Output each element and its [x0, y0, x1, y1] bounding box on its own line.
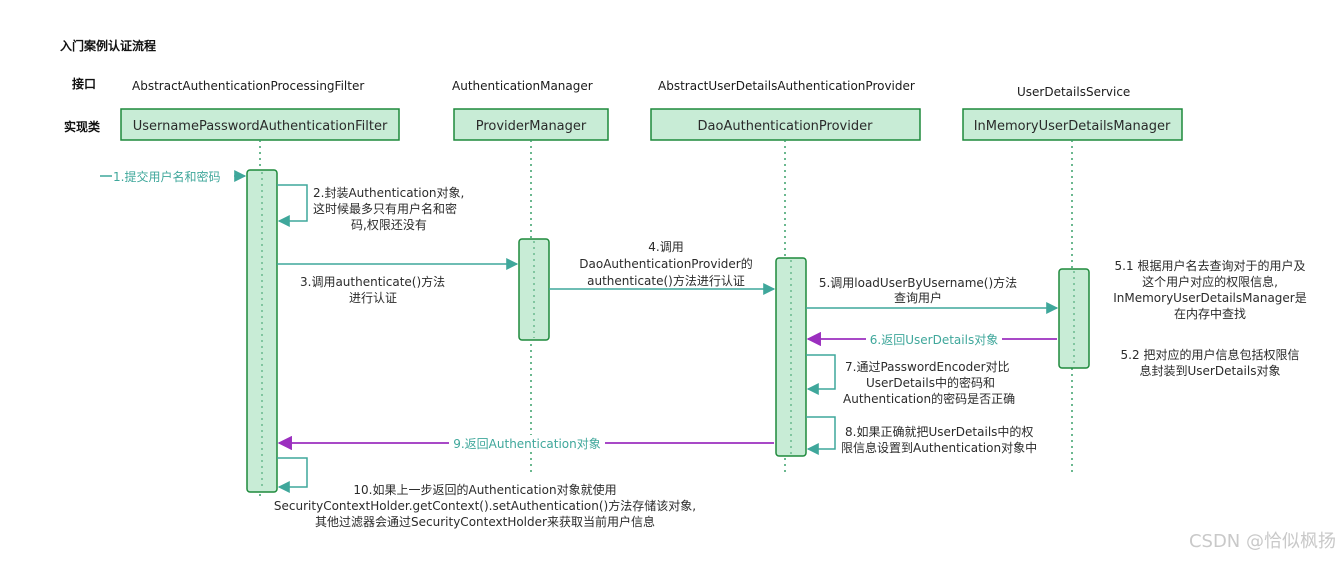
message-3-line-1: 3.调用authenticate()方法: [300, 274, 445, 289]
interface-user-details-service: UserDetailsService: [1017, 85, 1130, 99]
activation-inmemory-manager: [1058, 268, 1090, 369]
interface-user-details-auth-provider: AbstractUserDetailsAuthenticationProvide…: [658, 79, 915, 93]
message-2-line-1: 2.封装Authentication对象,: [313, 186, 464, 200]
row-label-interface: 接口: [72, 76, 96, 91]
note-5-1-line-3: InMemoryUserDetailsManager是: [1113, 291, 1307, 305]
message-8-line-2: 限信息设置到Authentication对象中: [841, 440, 1037, 455]
message-10-line-3: 其他过滤器会通过SecurityContextHolder来获取当前用户信息: [315, 514, 655, 529]
note-5-2-line-2: 息封装到UserDetails对象: [1140, 363, 1281, 378]
participant-box-filter: [120, 108, 400, 141]
message-5-line-1: 5.调用loadUserByUsername()方法: [819, 275, 1017, 290]
diagram-title: 入门案例认证流程: [60, 38, 156, 53]
arrow-m7-self: [806, 354, 836, 395]
note-5-1-line-2: 这个用户对应的权限信息,: [1142, 274, 1278, 289]
message-4-line-3: authenticate()方法进行认证: [587, 273, 745, 288]
message-6-label: 6.返回UserDetails对象: [870, 333, 998, 347]
activation-filter: [246, 169, 278, 493]
message-2-line-3: 码,权限还没有: [351, 217, 427, 232]
note-5-1-line-1: 5.1 根据用户名去查询对于的用户及: [1115, 258, 1306, 273]
interface-processing-filter: AbstractAuthenticationProcessingFilter: [132, 79, 364, 93]
participant-dao-provider-label: DaoAuthenticationProvider: [698, 119, 874, 134]
participant-box-inmemory-manager: [962, 108, 1183, 141]
interface-authentication-manager: AuthenticationManager: [452, 79, 593, 93]
row-label-impl: 实现类: [64, 119, 101, 134]
participant-inmemory-manager-label: InMemoryUserDetailsManager: [974, 119, 1171, 134]
message-2-line-2: 这时候最多只有用户名和密: [313, 201, 457, 216]
message-5-line-2: 查询用户: [894, 290, 942, 305]
message-1-label: 1.提交用户名和密码: [113, 169, 220, 184]
message-9-label: 9.返回Authentication对象: [453, 437, 601, 451]
message-7-line-3: Authentication的密码是否正确: [843, 391, 1015, 406]
message-3-line-2: 进行认证: [349, 291, 397, 305]
message-4-line-1: 4.调用: [648, 240, 683, 254]
message-4-line-2: DaoAuthenticationProvider的: [579, 256, 752, 271]
participant-filter-label: UsernamePasswordAuthenticationFilter: [133, 119, 388, 134]
csdn-watermark: CSDN @恰似枫扬: [1189, 531, 1336, 552]
arrow-m8-self: [806, 416, 836, 455]
participant-box-provider-manager: [453, 108, 609, 141]
message-7-line-1: 7.通过PasswordEncoder对比: [845, 360, 1010, 374]
participant-provider-manager-label: ProviderManager: [476, 119, 587, 134]
message-10-line-1: 10.如果上一步返回的Authentication对象就使用: [353, 482, 616, 497]
message-10-line-2: SecurityContextHolder.getContext().setAu…: [274, 498, 696, 513]
note-5-1-line-4: 在内存中查找: [1174, 306, 1246, 321]
message-8-line-1: 8.如果正确就把UserDetails中的权: [845, 424, 1033, 439]
arrow-m2-self: [277, 184, 308, 227]
arrow-m10-self: [277, 457, 308, 493]
message-7-line-2: UserDetails中的密码和: [866, 375, 995, 390]
note-5-2-line-1: 5.2 把对应的用户信息包括权限信: [1121, 347, 1300, 362]
